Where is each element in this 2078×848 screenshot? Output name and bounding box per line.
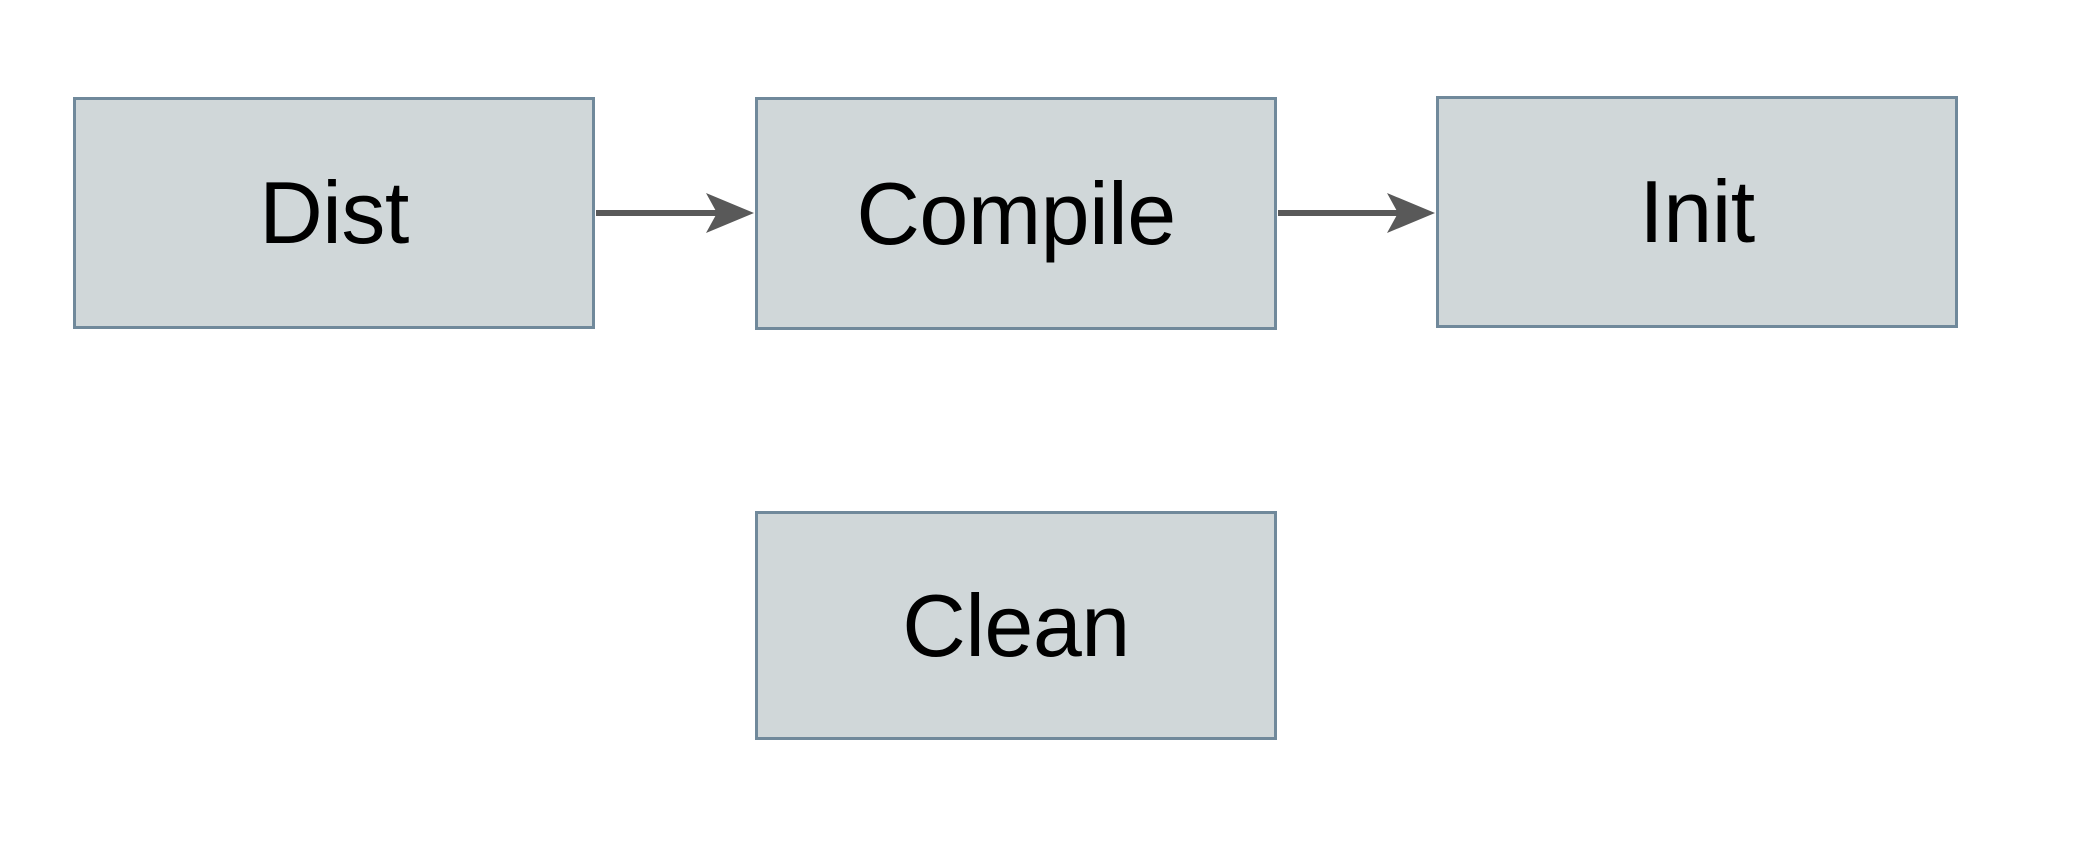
node-compile[interactable]: Compile [755,97,1277,330]
node-dist[interactable]: Dist [73,97,595,329]
node-init[interactable]: Init [1436,96,1958,328]
edge-dist-to-compile[interactable] [596,193,754,233]
node-label-compile: Compile [856,163,1176,263]
node-label-clean: Clean [902,575,1130,675]
arrowhead-compile-to-init [1387,193,1435,233]
arrowhead-dist-to-compile [706,193,754,233]
node-label-dist: Dist [259,163,409,262]
edge-compile-to-init[interactable] [1278,193,1435,233]
node-label-init: Init [1639,162,1755,261]
node-clean[interactable]: Clean [755,511,1277,740]
